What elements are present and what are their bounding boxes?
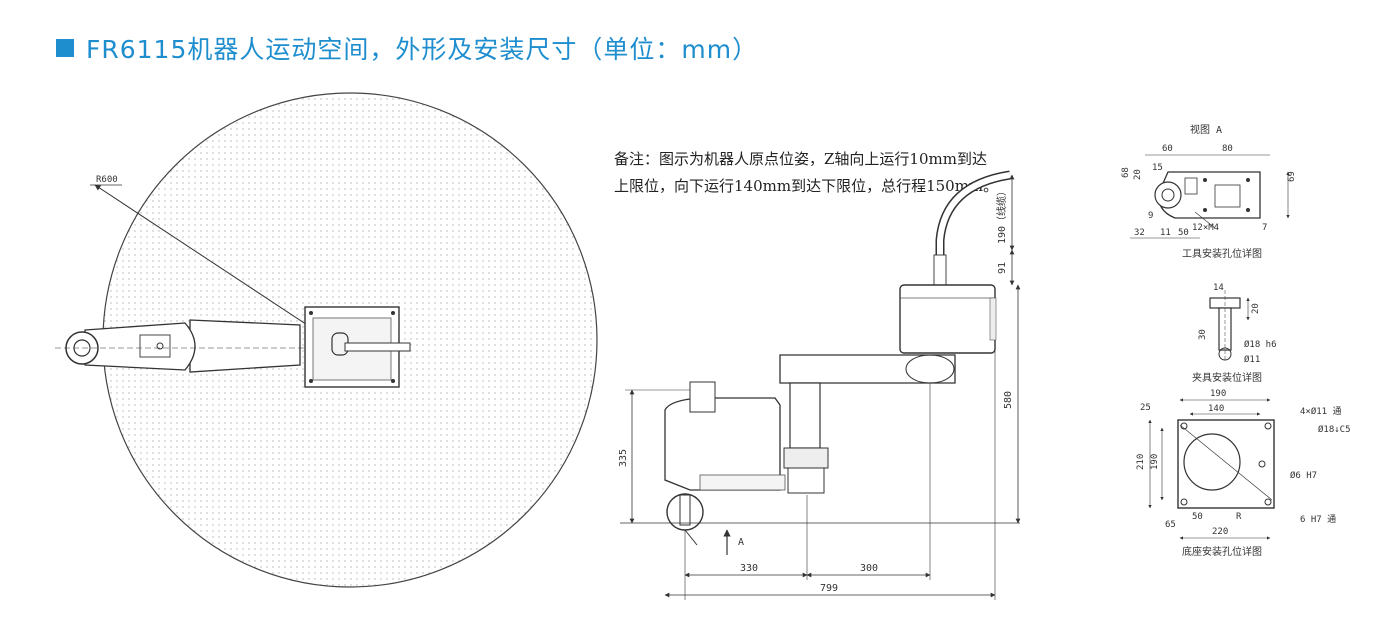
- title-square-icon: [56, 39, 74, 57]
- flange-d9: 9: [1148, 211, 1153, 221]
- dim-335: 335: [618, 449, 629, 467]
- cable-outlet-top: [344, 342, 411, 352]
- fixture-shaft-dia: Ø18 h6: [1244, 339, 1277, 350]
- base-d190: 190: [1210, 389, 1226, 399]
- flange-d11: 11: [1160, 228, 1171, 238]
- dim-91: 91: [997, 262, 1008, 274]
- flange-view-title: 视图 A: [1190, 123, 1222, 136]
- fixture-bore-dia: Ø11: [1244, 354, 1260, 365]
- fixture-d14: 14: [1213, 283, 1224, 293]
- base-detail: 190 140 25 4×Ø11 通 Ø18↓C5 210 190 Ø6 H7 …: [1136, 389, 1351, 558]
- flange-d60: 60: [1162, 144, 1173, 154]
- flange-d50: 50: [1178, 228, 1189, 238]
- arm-link-2-top: [189, 319, 301, 373]
- fixture-d20: 20: [1251, 303, 1261, 314]
- head-housing: [899, 284, 996, 354]
- base-counterbore: Ø18↓C5: [1318, 424, 1351, 435]
- flange-d68: 68: [1121, 167, 1131, 178]
- dim-330: 330: [740, 563, 758, 574]
- fixture-caption: 夹具安装位详图: [1192, 371, 1262, 384]
- flange-d20: 20: [1133, 169, 1143, 180]
- arm-2-side: [779, 354, 956, 384]
- base-d190v: 190: [1150, 454, 1160, 470]
- base-d25: 25: [1140, 403, 1151, 413]
- base-holes: 4×Ø11 通: [1300, 406, 1342, 417]
- base-pin1: Ø6 H7: [1290, 470, 1317, 481]
- flange-hole-note: 12×M4: [1192, 223, 1219, 233]
- base-d220: 220: [1212, 527, 1228, 537]
- view-a-label: A: [738, 537, 744, 548]
- base-caption: 底座安装孔位详图: [1182, 545, 1262, 558]
- flange-caption: 工具安装孔位详图: [1182, 247, 1262, 260]
- base-r-label: R: [1236, 512, 1242, 522]
- remark-note: 备注：图示为机器人原点位姿，Z轴向上运行10mm到达 上限位，向下运行140mm…: [614, 146, 998, 200]
- remark-line-1: 备注：图示为机器人原点位姿，Z轴向上运行10mm到达: [614, 150, 987, 168]
- base-center-circle: [1183, 433, 1241, 491]
- base-pin2: 6 H7 通: [1300, 514, 1336, 525]
- base-d140: 140: [1208, 404, 1224, 414]
- dim-799: 799: [820, 583, 838, 594]
- flange-d32: 32: [1134, 228, 1145, 238]
- dim-300: 300: [860, 563, 878, 574]
- fixture-detail: 14 20 30 Ø18 h6 Ø11 夹具安装位详图: [1192, 283, 1277, 384]
- tool-flange-detail: 视图 A 60 80 15 68 20 69 9 32 11 50 12×M4 …: [1121, 123, 1297, 260]
- column: [789, 382, 821, 449]
- remark-line-2: 上限位，向下运行140mm到达下限位，总行程150mm。: [614, 177, 999, 195]
- base-d65: 65: [1165, 520, 1176, 530]
- dim-190-cable: 190（线缆）: [995, 186, 1008, 244]
- base-d50: 50: [1192, 512, 1203, 522]
- page-title: FR6115机器人运动空间，外形及安装尺寸（单位：mm）: [56, 28, 758, 68]
- base-side: [664, 397, 781, 491]
- radius-label: R600: [96, 175, 118, 185]
- title-text: FR6115机器人运动空间，外形及安装尺寸（单位：mm）: [86, 35, 759, 64]
- flange-d80: 80: [1222, 144, 1233, 154]
- top-view: R600: [55, 92, 598, 588]
- fixture-d30: 30: [1198, 329, 1208, 340]
- flange-d69: 69: [1287, 171, 1297, 182]
- radius-line: [94, 184, 331, 341]
- base-d210: 210: [1136, 454, 1146, 470]
- flange-d15: 15: [1152, 163, 1163, 173]
- side-view: 190（线缆） 91 580 335 330 300 799 A: [618, 170, 1021, 600]
- dim-580: 580: [1003, 391, 1014, 409]
- flange-hole-depth: 7: [1262, 223, 1267, 233]
